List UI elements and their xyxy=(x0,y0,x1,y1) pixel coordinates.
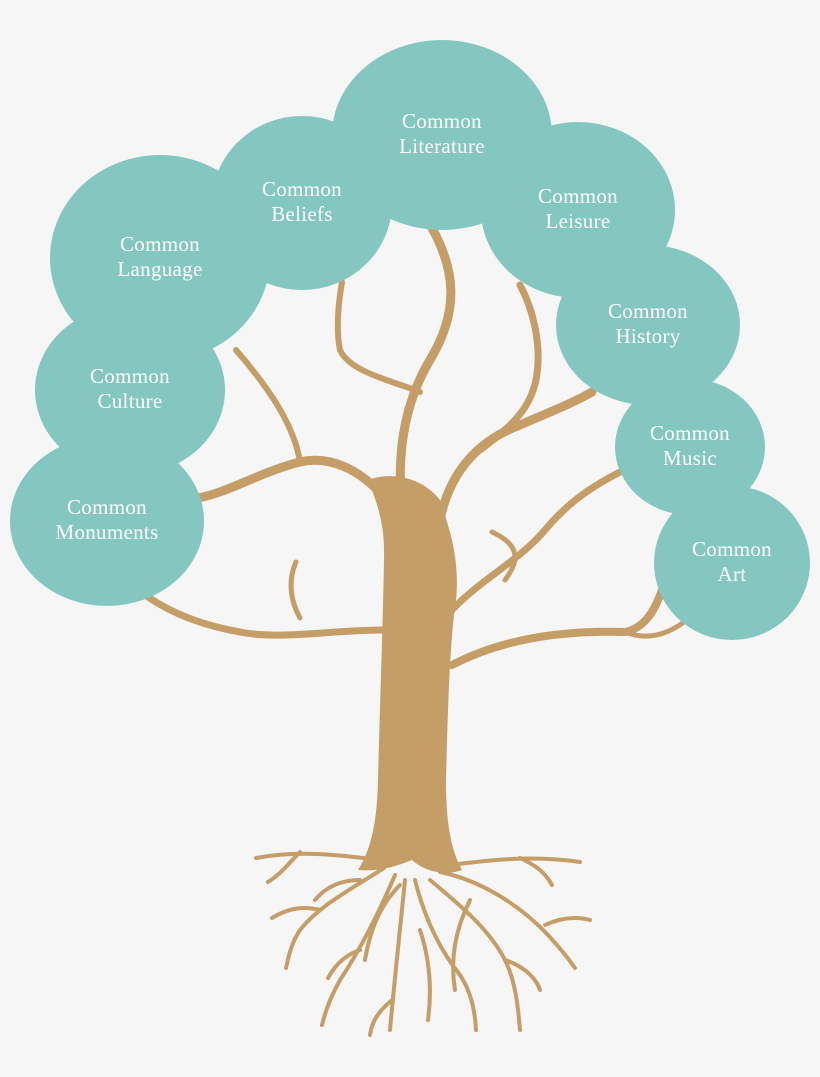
twig-left-mid xyxy=(233,347,303,465)
bubble-monuments xyxy=(10,436,204,606)
roots xyxy=(254,850,592,1037)
twig-art xyxy=(622,619,687,639)
twig-music xyxy=(489,529,518,583)
twig-left-low xyxy=(288,559,303,621)
branch-literature xyxy=(395,223,456,535)
bubbles xyxy=(10,40,810,640)
trunk xyxy=(358,476,462,873)
branch-beliefs xyxy=(334,279,423,395)
bubble-music xyxy=(615,379,765,515)
tree xyxy=(144,223,687,1037)
branch-music xyxy=(448,468,624,614)
branch-left-mid xyxy=(193,455,387,503)
bubble-history xyxy=(556,245,740,405)
bubble-art xyxy=(654,486,810,640)
branch-left-low xyxy=(144,593,388,639)
branch-art xyxy=(448,586,666,669)
branch-history xyxy=(435,387,597,525)
